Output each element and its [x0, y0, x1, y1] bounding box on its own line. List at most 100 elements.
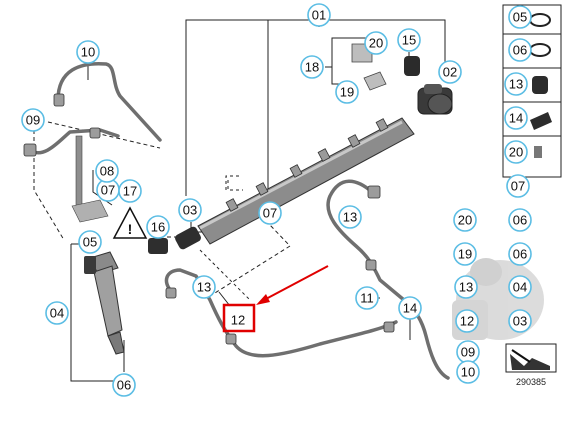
figure-symbol: 290385 [505, 343, 557, 387]
callout-circle [504, 106, 528, 130]
callout-circle [338, 205, 362, 229]
pump-callout-04[interactable]: 04 [508, 275, 532, 299]
callout-circle [307, 3, 331, 27]
callout-label: 06 [117, 378, 131, 393]
callout-circle [178, 198, 202, 222]
callout-label: 19 [340, 85, 354, 100]
callout-06[interactable]: 06 [112, 373, 136, 397]
callout-09[interactable]: 09 [21, 108, 45, 132]
callout-label: 13 [509, 77, 523, 92]
callout-20[interactable]: 20 [364, 31, 388, 55]
callout-07b[interactable]: 07 [258, 201, 282, 225]
callout-circle [508, 242, 532, 266]
callout-05[interactable]: 05 [78, 230, 102, 254]
callout-15[interactable]: 15 [397, 28, 421, 52]
pump-callout-12[interactable]: 12 [455, 309, 479, 333]
callout-11[interactable]: 11 [355, 286, 379, 310]
control-valve [148, 226, 201, 254]
clamp-bolt [71, 135, 109, 223]
callout-circle [335, 80, 359, 104]
callout-circle [504, 72, 528, 96]
callout-circle [112, 373, 136, 397]
callout-label: 12 [460, 314, 474, 329]
callout-label: 03 [513, 314, 527, 329]
callout-label: 13 [197, 280, 211, 295]
side-callout-14[interactable]: 14 [504, 106, 528, 130]
callout-circle [76, 40, 100, 64]
highlight-box [222, 303, 256, 333]
callout-label: 07 [511, 179, 525, 194]
callout-08[interactable]: 08 [95, 159, 119, 183]
callout-circle [146, 215, 170, 239]
pump-callout-13[interactable]: 13 [454, 275, 478, 299]
pump-callout-19[interactable]: 19 [453, 242, 477, 266]
callout-circle [508, 5, 532, 29]
callout-circle [364, 31, 388, 55]
callout-circle [508, 275, 532, 299]
pump-callout-06[interactable]: 06 [508, 242, 532, 266]
fuel-injector [84, 251, 125, 355]
callout-label: 20 [509, 145, 523, 160]
callout-label: 20 [458, 213, 472, 228]
side-callout-06[interactable]: 06 [508, 38, 532, 62]
fuel-rail [197, 117, 415, 245]
callout-circle [78, 230, 102, 254]
callout-label: 10 [461, 365, 475, 380]
callout-circle [192, 275, 216, 299]
callout-label: 13 [459, 280, 473, 295]
callout-label: 02 [443, 65, 457, 80]
callout-label: 06 [513, 247, 527, 262]
highlight-arrow [256, 265, 329, 305]
pump-callout-03[interactable]: 03 [508, 309, 532, 333]
callout-16[interactable]: 16 [146, 215, 170, 239]
callout-label: 12 [231, 313, 245, 328]
callout-label: 18 [305, 60, 319, 75]
figure-number: 290385 [516, 377, 546, 387]
callout-02[interactable]: 02 [438, 60, 462, 84]
callout-19[interactable]: 19 [335, 80, 359, 104]
pump-callout-10[interactable]: 10 [456, 360, 480, 384]
callout-12-highlighted[interactable]: 12 [231, 313, 245, 328]
callout-label: 09 [26, 113, 40, 128]
callout-13b[interactable]: 13 [338, 205, 362, 229]
callout-14[interactable]: 14 [398, 296, 422, 320]
pump-callout-20[interactable]: 20 [453, 208, 477, 232]
callout-label: 07 [101, 183, 115, 198]
callout-label: 16 [151, 220, 165, 235]
callout-17[interactable]: 17 [118, 179, 142, 203]
callout-circle [508, 309, 532, 333]
callout-01[interactable]: 01 [307, 3, 331, 27]
side-callout-07[interactable]: 07 [506, 174, 530, 198]
callout-circle [455, 309, 479, 333]
callout-label: 08 [100, 164, 114, 179]
callout-circle [506, 174, 530, 198]
callout-label: 14 [509, 111, 523, 126]
callout-18[interactable]: 18 [300, 55, 324, 79]
pump-callout-06[interactable]: 06 [508, 208, 532, 232]
callout-label: 04 [513, 280, 527, 295]
callout-circle [508, 208, 532, 232]
callout-03[interactable]: 03 [178, 198, 202, 222]
side-callout-20[interactable]: 20 [504, 140, 528, 164]
callout-label: 04 [50, 306, 64, 321]
callout-circle [454, 275, 478, 299]
callout-circle [438, 60, 462, 84]
callout-circle [300, 55, 324, 79]
callout-label: 06 [513, 213, 527, 228]
callout-label: 06 [513, 43, 527, 58]
callout-10[interactable]: 10 [76, 40, 100, 64]
side-callout-05[interactable]: 05 [508, 5, 532, 29]
callout-circle [21, 108, 45, 132]
callout-04[interactable]: 04 [45, 301, 69, 325]
callout-circle [504, 140, 528, 164]
callout-13a[interactable]: 13 [192, 275, 216, 299]
pump-callout-09[interactable]: 09 [456, 340, 480, 364]
callout-circle [258, 201, 282, 225]
svg-text:!: ! [128, 221, 133, 237]
side-callout-13[interactable]: 13 [504, 72, 528, 96]
line-fittings [23, 93, 395, 345]
callout-group: 0102030405060707080910111213131415161718… [21, 3, 532, 397]
callout-circle [355, 286, 379, 310]
callout-label: 15 [402, 33, 416, 48]
